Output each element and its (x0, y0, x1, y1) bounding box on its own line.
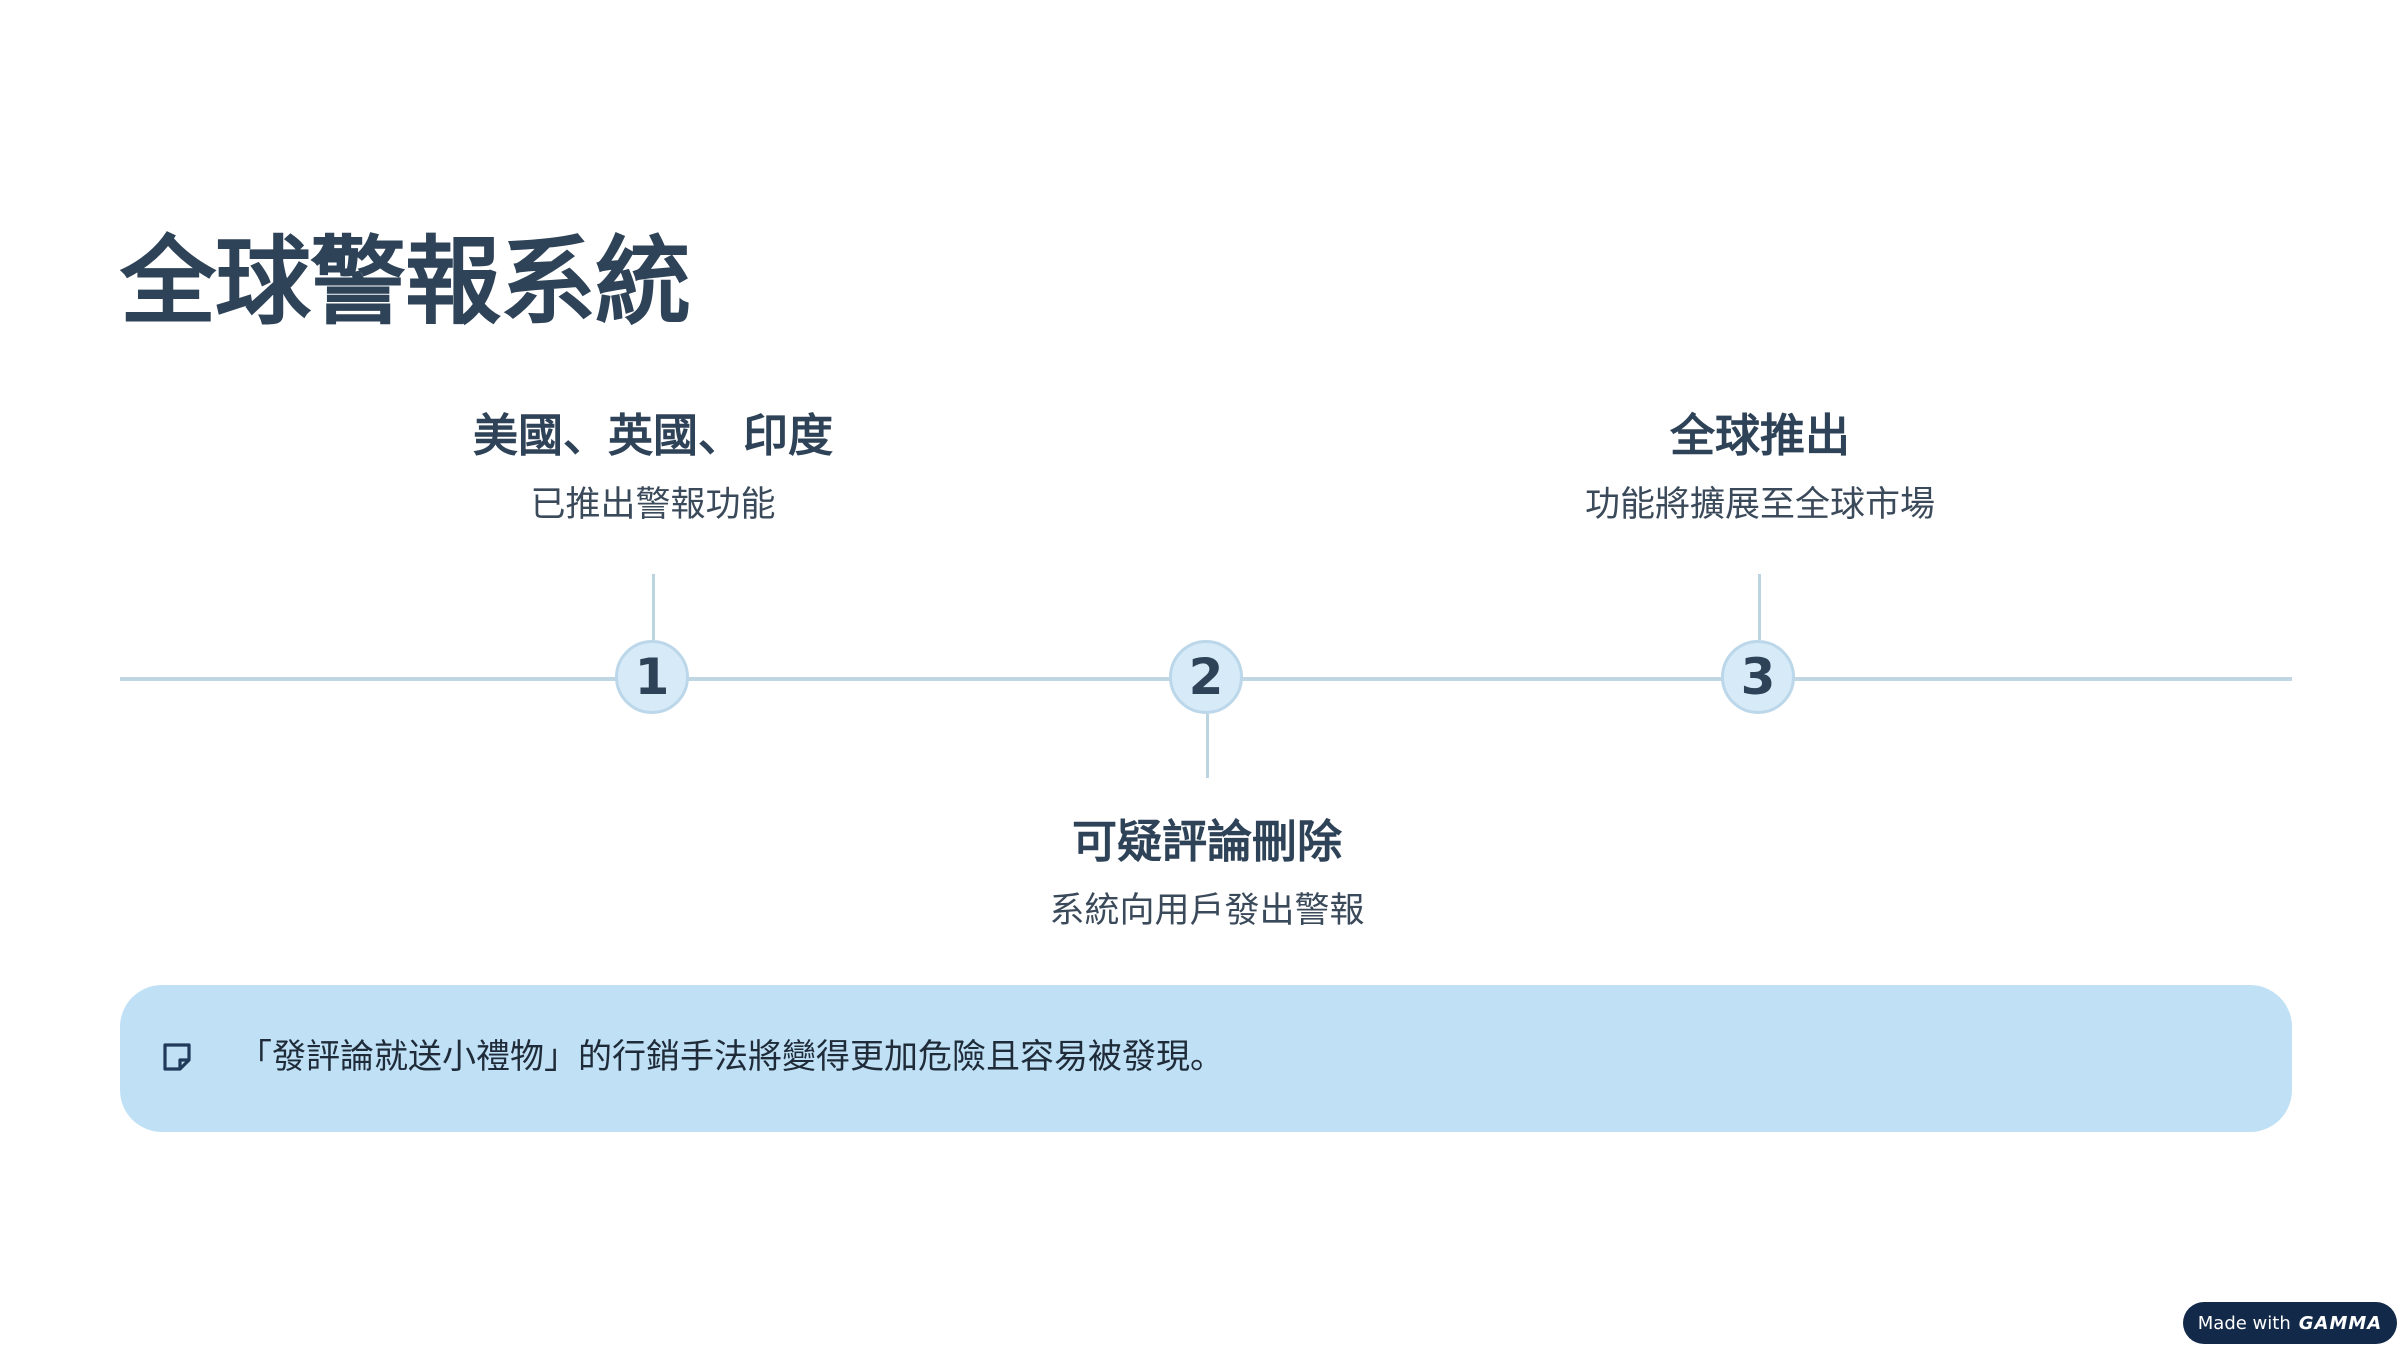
timeline-step-2-connector (1206, 714, 1209, 778)
timeline-step-3-label: 全球推出 功能將擴展至全球市場 (1360, 406, 2160, 530)
timeline-step-2-description: 系統向用戶發出警報 (1049, 891, 1365, 931)
timeline-step-1-connector (652, 574, 655, 640)
made-with-gamma-badge[interactable]: Made with GAMMA (2183, 1302, 2397, 1344)
timeline-step-3-description: 功能將擴展至全球市場 (1584, 485, 1935, 525)
timeline-step-2-label: 可疑評論刪除 系統向用戶發出警報 (807, 812, 1607, 936)
note-callout-text: 「發評論就送小禮物」的行銷手法將變得更加危險且容易被發現。 (238, 1037, 1224, 1077)
note-callout: 「發評論就送小禮物」的行銷手法將變得更加危險且容易被發現。 (120, 985, 2292, 1132)
gamma-logo: GAMMA (2298, 1312, 2383, 1334)
timeline-step-3-connector (1758, 574, 1761, 640)
timeline-step-3-heading: 全球推出 (1669, 409, 1850, 462)
timeline-step-1-heading: 美國、英國、印度 (472, 409, 833, 462)
slide-title: 全球警報系統 (120, 226, 691, 338)
timeline-step-2-node: 2 (1169, 640, 1243, 714)
timeline-step-1-label: 美國、英國、印度 已推出警報功能 (253, 406, 1053, 530)
sticky-note-icon (160, 1040, 194, 1074)
timeline-step-1-node: 1 (615, 640, 689, 714)
timeline-step-2-heading: 可疑評論刪除 (1071, 815, 1342, 868)
timeline-step-3-node: 3 (1721, 640, 1795, 714)
badge-prefix: Made with (2197, 1312, 2291, 1334)
timeline-step-1-description: 已推出警報功能 (530, 485, 776, 525)
